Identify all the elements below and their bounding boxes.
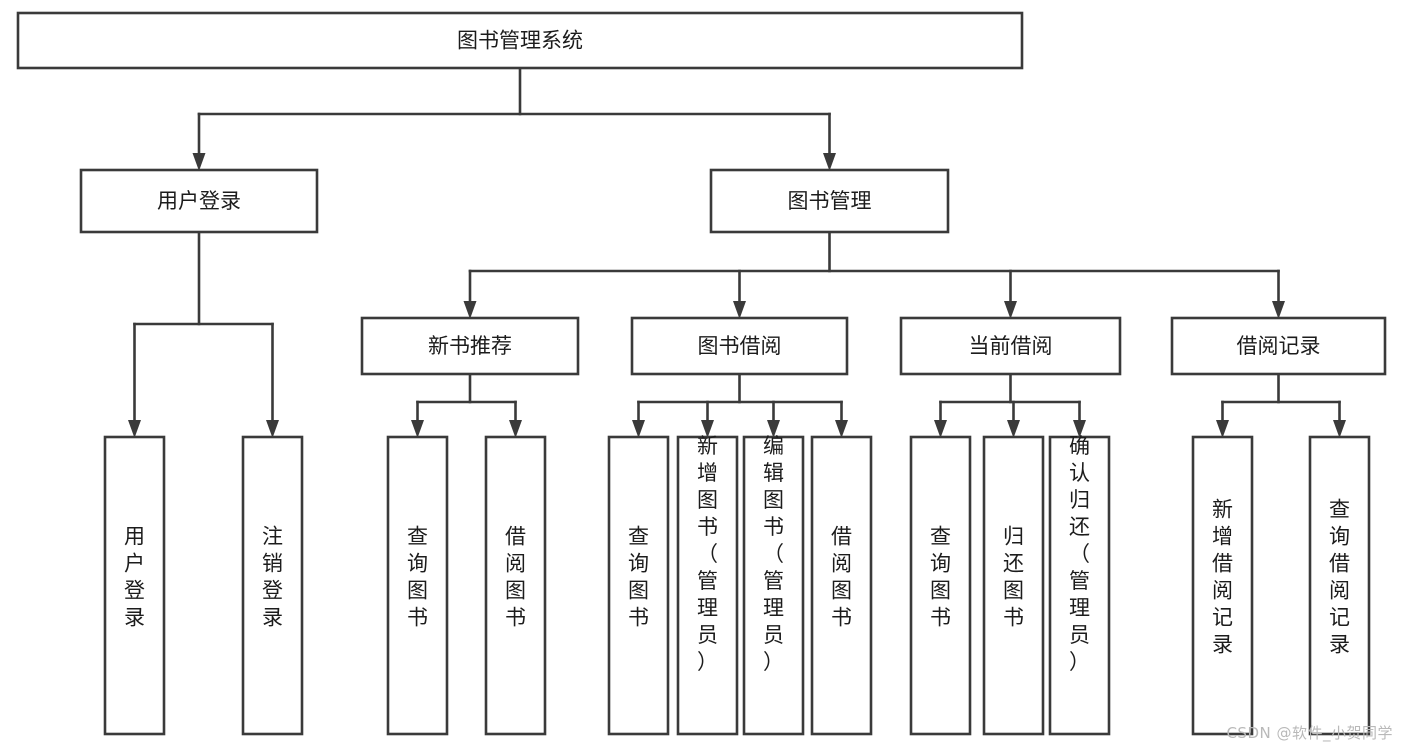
- arrow-head-icon-edge-bm-book-borrow: [733, 301, 746, 319]
- arrow-head-icon-edge-bm-new-book-recommend: [463, 301, 477, 319]
- node-box-new-book-recommend: [360, 316, 580, 376]
- node-box-leaf-user-login: [103, 435, 166, 736]
- node-leaf-query-book-1[interactable]: 查询图书: [386, 435, 449, 736]
- arrow-head-icon-edge-bm-current-borrow: [1004, 301, 1017, 319]
- node-box-leaf-borrow-book-2: [810, 435, 873, 736]
- arrow-head-icon-edge-cb-leaf-query-book-3: [934, 420, 947, 438]
- node-label-leaf-borrow-book-2: 借阅图书: [831, 525, 852, 630]
- arrow-head-icon-edge-bb-leaf-edit-book: [767, 420, 780, 438]
- arrow-head-icon-edge-ul-leaf-user-login: [128, 420, 141, 438]
- node-box-leaf-borrow-book-1: [484, 435, 547, 736]
- node-borrow-record[interactable]: 借阅记录: [1170, 316, 1387, 376]
- node-label-borrow-record: 借阅记录: [1237, 334, 1321, 358]
- arrow-head-icon-edge-ul-leaf-logout: [266, 420, 279, 438]
- node-box-leaf-return-book: [982, 435, 1045, 736]
- node-leaf-confirm-return[interactable]: 确认归还（管理员）: [1048, 434, 1111, 736]
- node-leaf-query-book-2[interactable]: 查询图书: [607, 435, 670, 736]
- node-leaf-add-book[interactable]: 新增图书（管理员）: [676, 434, 739, 736]
- node-box-leaf-query-book-1: [386, 435, 449, 736]
- arrow-head-icon-edge-br-leaf-query-record: [1333, 420, 1346, 438]
- arrow-head-icon-edge-cb-leaf-return-book: [1007, 420, 1020, 438]
- node-label-leaf-edit-book: 编辑图书（管理员）: [763, 434, 784, 674]
- node-box-leaf-query-record: [1308, 435, 1371, 736]
- node-new-book-recommend[interactable]: 新书推荐: [360, 316, 580, 376]
- node-box-leaf-add-record: [1191, 435, 1254, 736]
- node-leaf-return-book[interactable]: 归还图书: [982, 435, 1045, 736]
- node-leaf-logout[interactable]: 注销登录: [241, 435, 304, 736]
- edge-group-book-management: [463, 230, 1285, 319]
- edge-group-borrow-record: [1216, 372, 1346, 438]
- node-box-leaf-edit-book: [742, 435, 805, 736]
- node-label-leaf-add-record: 新增借阅记录: [1212, 498, 1233, 657]
- node-label-root: 图书管理系统: [457, 29, 583, 53]
- node-label-leaf-confirm-return: 确认归还（管理员）: [1069, 434, 1090, 674]
- node-box-leaf-query-book-2: [607, 435, 670, 736]
- edge-group-new-book-recommend: [411, 372, 522, 438]
- node-label-user-login: 用户登录: [157, 189, 241, 213]
- node-label-leaf-logout: 注销登录: [262, 525, 283, 630]
- node-book-management[interactable]: 图书管理: [709, 168, 950, 234]
- node-user-login[interactable]: 用户登录: [79, 168, 319, 234]
- watermark-text: CSDN @软件_小贺同学: [1226, 724, 1393, 742]
- node-leaf-borrow-book-2[interactable]: 借阅图书: [810, 435, 873, 736]
- edges-layer: [128, 66, 1346, 438]
- node-box-user-login: [79, 168, 319, 234]
- edge-group-user-login: [128, 230, 279, 438]
- node-box-leaf-confirm-return: [1048, 435, 1111, 736]
- node-label-book-borrow: 图书借阅: [698, 334, 782, 358]
- node-label-leaf-return-book: 归还图书: [1003, 525, 1024, 630]
- nodes-layer: 图书管理系统用户登录图书管理新书推荐图书借阅当前借阅借阅记录用户登录注销登录查询…: [16, 11, 1387, 736]
- node-label-new-book-recommend: 新书推荐: [428, 334, 512, 358]
- arrow-head-icon-edge-root-book-management: [823, 153, 836, 171]
- node-book-borrow[interactable]: 图书借阅: [630, 316, 849, 376]
- arrow-head-icon-edge-bb-leaf-borrow-book-2: [835, 420, 848, 438]
- node-box-book-borrow: [630, 316, 849, 376]
- arrow-head-icon-edge-br-leaf-add-record: [1216, 420, 1229, 438]
- node-leaf-query-book-3[interactable]: 查询图书: [909, 435, 972, 736]
- node-label-leaf-query-book-1: 查询图书: [407, 525, 428, 630]
- node-box-leaf-logout: [241, 435, 304, 736]
- node-box-leaf-add-book: [676, 435, 739, 736]
- node-box-book-management: [709, 168, 950, 234]
- node-label-leaf-query-book-3: 查询图书: [930, 525, 951, 630]
- edge-group-root: [192, 66, 836, 171]
- arrow-head-icon-edge-nbr-leaf-borrow-book-1: [509, 420, 522, 438]
- node-leaf-user-login[interactable]: 用户登录: [103, 435, 166, 736]
- edge-group-book-borrow: [632, 372, 848, 438]
- node-box-current-borrow: [899, 316, 1122, 376]
- node-box-leaf-query-book-3: [909, 435, 972, 736]
- node-leaf-edit-book[interactable]: 编辑图书（管理员）: [742, 434, 805, 736]
- node-label-leaf-user-login: 用户登录: [124, 525, 145, 630]
- edge-group-current-borrow: [934, 372, 1086, 438]
- node-label-leaf-query-book-2: 查询图书: [628, 525, 649, 630]
- node-root[interactable]: 图书管理系统: [16, 11, 1024, 70]
- node-box-borrow-record: [1170, 316, 1387, 376]
- arrow-head-icon-edge-nbr-leaf-query-book-1: [411, 420, 424, 438]
- arrow-head-icon-edge-root-user-login: [192, 153, 206, 171]
- node-leaf-add-record[interactable]: 新增借阅记录: [1191, 435, 1254, 736]
- node-leaf-borrow-book-1[interactable]: 借阅图书: [484, 435, 547, 736]
- arrow-head-icon-edge-cb-leaf-confirm-return: [1073, 420, 1086, 438]
- node-label-book-management: 图书管理: [788, 189, 872, 213]
- arrow-head-icon-edge-bb-leaf-add-book: [701, 420, 714, 438]
- node-current-borrow[interactable]: 当前借阅: [899, 316, 1122, 376]
- node-label-leaf-borrow-book-1: 借阅图书: [505, 525, 526, 630]
- node-box-root: [16, 11, 1024, 70]
- arrow-head-icon-edge-bb-leaf-query-book-2: [632, 420, 645, 438]
- node-label-current-borrow: 当前借阅: [969, 334, 1053, 358]
- arrow-head-icon-edge-bm-borrow-record: [1272, 301, 1285, 319]
- node-leaf-query-record[interactable]: 查询借阅记录: [1308, 435, 1371, 736]
- node-label-leaf-query-record: 查询借阅记录: [1329, 498, 1350, 657]
- node-label-leaf-add-book: 新增图书（管理员）: [697, 434, 718, 674]
